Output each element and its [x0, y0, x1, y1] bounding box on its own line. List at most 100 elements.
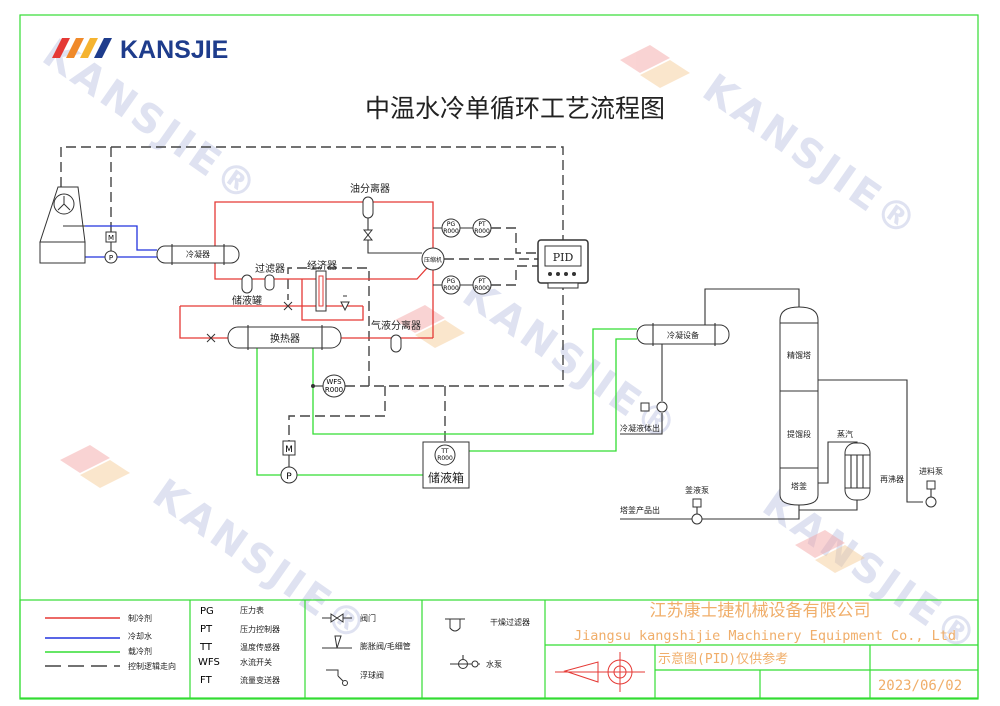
svg-text:提馏段: 提馏段: [787, 429, 811, 439]
svg-text:PT: PT: [478, 278, 486, 285]
svg-text:流量变送器: 流量变送器: [240, 675, 280, 685]
svg-text:冷凝器: 冷凝器: [186, 249, 210, 259]
svg-text:水泵: 水泵: [486, 659, 502, 669]
svg-text:R000: R000: [325, 386, 343, 394]
svg-text:R000: R000: [443, 285, 459, 292]
watermarks: KANSJIE® KANSJIE® KANSJIE® KANSJIE® KANS…: [34, 31, 988, 664]
condensate-pump: 冷凝液体出: [620, 401, 668, 433]
svg-text:PT: PT: [200, 624, 213, 635]
filter: 过滤器: [255, 262, 285, 291]
svg-text:PT: PT: [478, 221, 486, 228]
svg-text:气液分离器: 气液分离器: [371, 319, 421, 332]
svg-text:Jiangsu kangshijie Machinery E: Jiangsu kangshijie Machinery Equipment C…: [574, 628, 956, 644]
svg-text:冷凝设备: 冷凝设备: [667, 330, 699, 340]
bottoms-pump: 釜液泵 塔釜产品出: [620, 485, 709, 525]
svg-text:水流开关: 水流开关: [240, 657, 272, 667]
legend-lines: 制冷剂 冷却水 载冷剂 控制逻辑走向: [45, 613, 176, 671]
svg-text:M: M: [285, 445, 293, 455]
svg-text:KANSJIE®: KANSJIE®: [694, 66, 928, 249]
svg-text:TT: TT: [440, 448, 449, 455]
svg-text:2023/06/02: 2023/06/02: [878, 678, 962, 694]
svg-text:蒸汽: 蒸汽: [837, 429, 853, 439]
float-valve-icon: [326, 669, 345, 683]
svg-text:膨胀阀/毛细管: 膨胀阀/毛细管: [360, 641, 411, 651]
svg-text:R000: R000: [437, 455, 453, 462]
svg-text:塔釜产品出: 塔釜产品出: [620, 505, 660, 515]
circulation-pump: M P: [280, 440, 298, 484]
oil-separator: 油分离器: [350, 182, 422, 254]
svg-text:PID: PID: [553, 251, 574, 264]
svg-text:油分离器: 油分离器: [350, 182, 390, 195]
company-info: 江苏康士捷机械设备有限公司 Jiangsu kangshijie Machine…: [555, 601, 962, 694]
svg-text:WFS: WFS: [198, 657, 220, 668]
expansion-valve-icon: [334, 635, 342, 649]
svg-text:PG: PG: [200, 606, 214, 617]
condensing-equipment: 冷凝设备: [636, 323, 730, 346]
svg-text:储液箱: 储液箱: [428, 470, 464, 485]
svg-text:FT: FT: [200, 675, 213, 686]
svg-text:再沸器: 再沸器: [880, 474, 904, 484]
solenoid-valve-icon: [283, 301, 293, 311]
distillation-column: 精馏塔 提馏段 塔釜: [779, 306, 819, 506]
svg-text:进料泵: 进料泵: [919, 466, 943, 476]
svg-text:P: P: [109, 254, 113, 262]
svg-text:塔釜: 塔釜: [791, 481, 807, 491]
svg-text:经济器: 经济器: [307, 259, 337, 272]
projection-symbol-icon: [555, 652, 645, 692]
heat-exchanger: 换热器: [227, 325, 342, 350]
expansion-valve-icon: [340, 295, 350, 312]
gas-liquid-separator: 气液分离器: [371, 319, 421, 353]
legend-symbols: 阀门 膨胀阀/毛细管 浮球阀 干燥过滤器 水泵: [322, 613, 530, 686]
svg-text:制冷剂: 制冷剂: [128, 613, 152, 623]
compressor: 压缩机: [421, 247, 445, 271]
svg-text:KANSJIE: KANSJIE: [120, 36, 228, 64]
dryer-filter-icon: [445, 618, 465, 632]
svg-text:温度传感器: 温度传感器: [240, 642, 280, 652]
svg-text:阀门: 阀门: [360, 613, 376, 623]
svg-text:示意图(PID)仅供参考: 示意图(PID)仅供参考: [658, 651, 788, 667]
svg-text:PG: PG: [447, 221, 456, 228]
svg-text:R000: R000: [443, 228, 459, 235]
svg-text:过滤器: 过滤器: [255, 262, 285, 275]
receiver: 储液罐: [232, 274, 262, 307]
svg-text:精馏塔: 精馏塔: [787, 350, 811, 360]
cooling-water-pump: M P: [104, 231, 118, 264]
secondary-refrigerant-lines: [256, 328, 637, 476]
control-lines: [60, 146, 564, 446]
svg-text:压力控制器: 压力控制器: [240, 624, 280, 634]
svg-text:WFS: WFS: [326, 378, 342, 386]
svg-text:压力表: 压力表: [240, 605, 264, 615]
svg-text:干燥过滤器: 干燥过滤器: [490, 617, 530, 627]
svg-text:R000: R000: [474, 228, 490, 235]
svg-text:M: M: [108, 234, 114, 242]
svg-text:PG: PG: [447, 278, 456, 285]
svg-text:P: P: [286, 472, 292, 482]
feed-pump: 进料泵: [919, 466, 943, 508]
cooling-tower: [39, 186, 86, 264]
svg-text:冷凝液体出: 冷凝液体出: [620, 423, 660, 433]
kansjie-logo: KANSJIE: [52, 36, 228, 64]
cooling-water-lines: [85, 225, 157, 258]
reboiler: 再沸器 蒸汽: [837, 429, 904, 501]
valve-icon: [362, 229, 374, 241]
svg-text:釜液泵: 釜液泵: [685, 485, 709, 495]
expansion-valve-icon: [206, 333, 216, 343]
pid-controller: PID: [537, 239, 589, 289]
svg-text:R000: R000: [474, 285, 490, 292]
title-block: [19, 599, 979, 699]
valve-icon: [330, 613, 344, 623]
svg-text:载冷剂: 载冷剂: [128, 646, 152, 656]
svg-text:压缩机: 压缩机: [424, 256, 442, 264]
economizer: 经济器: [307, 259, 337, 312]
page-title: 中温水冷单循环工艺流程图: [365, 94, 665, 123]
svg-text:冷却水: 冷却水: [128, 631, 152, 641]
svg-text:储液罐: 储液罐: [232, 294, 262, 307]
water-flow-switch: WFS R000: [311, 374, 346, 398]
drawing-frame: [19, 14, 979, 700]
distillation-lines: [620, 288, 923, 520]
condenser: 冷凝器: [156, 244, 240, 265]
